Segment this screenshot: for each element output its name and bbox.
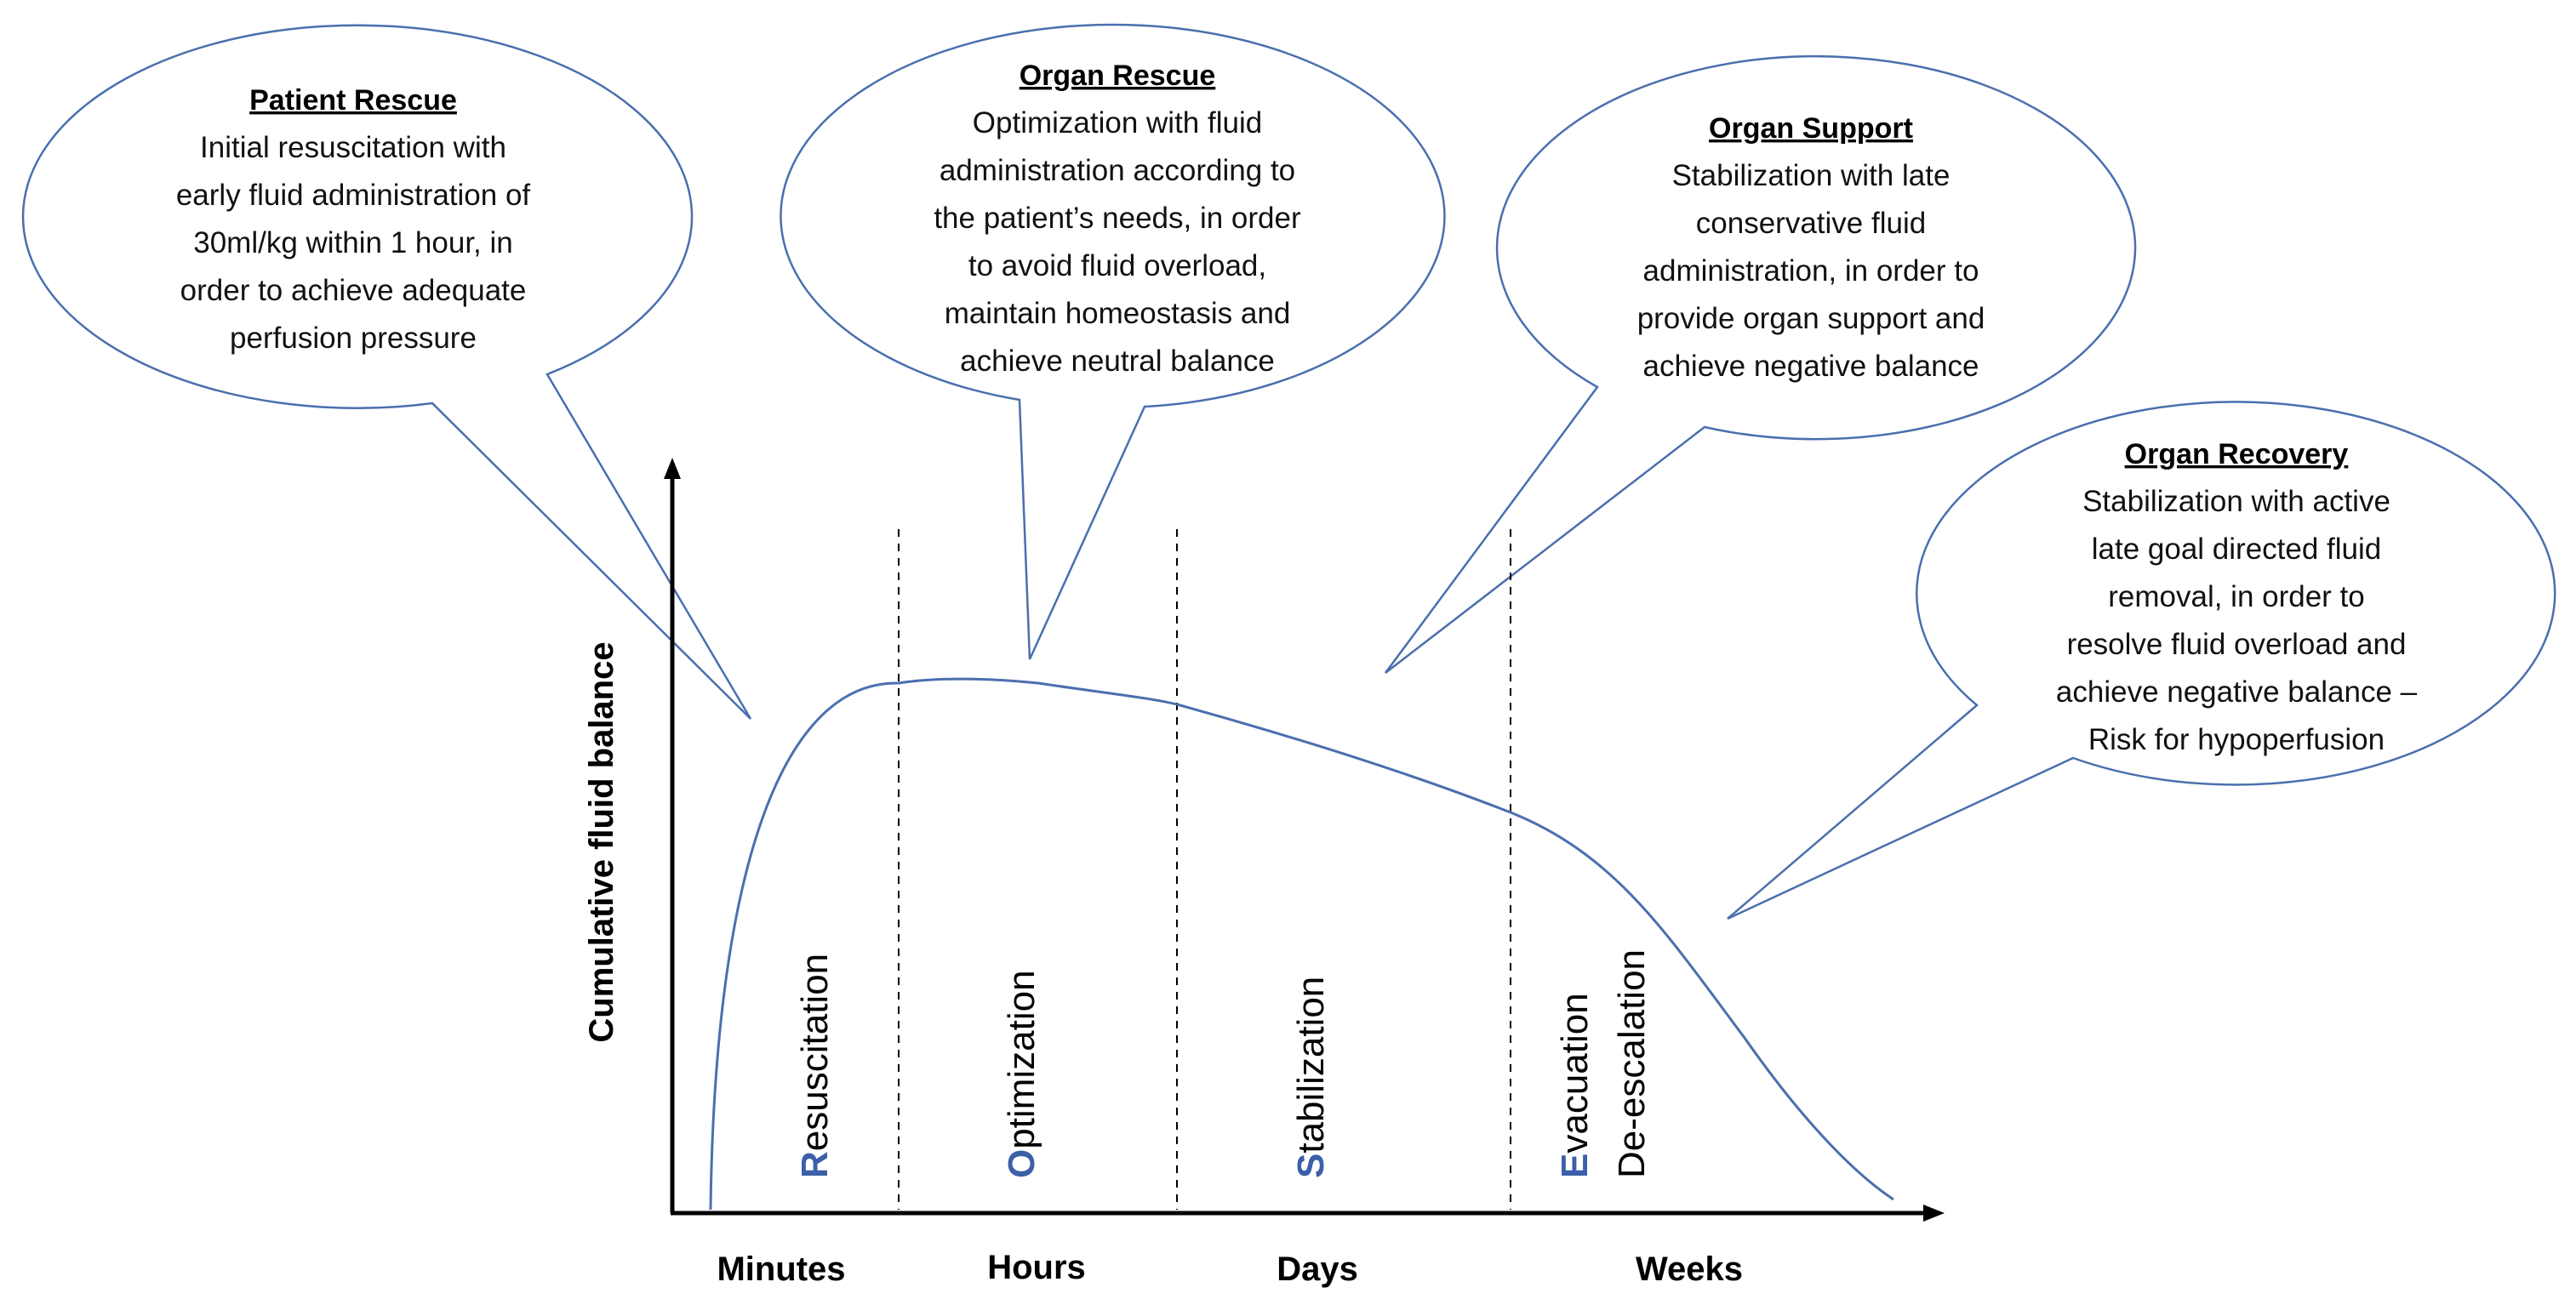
phase-label-resuscitation: Resuscitation [794,954,836,1178]
callout-text-line: Stabilization with late [1672,159,1951,192]
callout-shape [780,23,1446,660]
callout-text-line: Stabilization with active [2082,485,2390,518]
phase-rest: tabilization [1290,977,1332,1154]
fluid-balance-curve [709,677,1894,1211]
callout-title: Organ Rescue [1020,60,1216,92]
phase-initial: O [1001,1149,1042,1178]
callout-patient-rescue: Patient Rescue Initial resuscitation wit… [21,24,752,720]
callout-text-line: conservative fluid [1696,207,1926,240]
callout-title: Organ Recovery [2125,438,2349,470]
phase-label-evacuation: Evacuation [1554,993,1596,1178]
phase-rest: vacuation [1554,993,1596,1153]
callout-text-line: perfusion pressure [230,322,477,355]
y-axis-arrow-icon [664,458,681,479]
callout-text-line: the patient’s needs, in order [934,202,1301,235]
callout-text-line: to avoid fluid overload, [968,249,1266,282]
phase-label-optimization: Optimization [1001,970,1042,1178]
callout-text-line: achieve negative balance [1642,350,1979,383]
callout-text-line: early fluid administration of [176,179,531,212]
callout-text-line: Optimization with fluid [973,106,1262,140]
x-label-hours: Hours [987,1249,1086,1286]
callout-text-line: 30ml/kg within 1 hour, in [193,226,512,259]
callout-organ-recovery: Organ Recovery Stabilization with active… [1727,401,2556,920]
phase-initial: R [794,1151,836,1178]
x-label-weeks: Weeks [1636,1251,1743,1288]
x-label-days: Days [1277,1251,1358,1288]
callout-title: Organ Support [1709,112,1913,145]
callout-text-line: late goal directed fluid [2092,533,2382,566]
phase-initial: E [1554,1154,1596,1178]
callout-shape [21,24,752,720]
phase-label-de-escalation: De-escalation [1611,949,1653,1178]
phase-rest: esuscitation [794,954,836,1151]
callout-shape [1384,54,2137,674]
phase-label-stabilization: Stabilization [1290,977,1332,1178]
callout-text-line: maintain homeostasis and [945,297,1291,330]
callout-shape [1727,401,2556,920]
callout-text-line: administration according to [940,154,1295,187]
callout-text-line: Initial resuscitation with [200,131,506,164]
callout-organ-rescue: Organ Rescue Optimization with fluid adm… [780,23,1446,660]
callout-text-line: administration, in order to [1643,254,1979,288]
phase-rest: ptimization [1001,970,1042,1148]
callout-text-line: achieve neutral balance [960,345,1275,378]
axes [664,458,1945,1222]
x-label-minutes: Minutes [717,1251,845,1288]
callout-text-line: removal, in order to [2108,580,2365,613]
callout-text-line: achieve negative balance – [2056,675,2418,709]
callout-organ-support: Organ Support Stabilization with late co… [1384,54,2137,674]
callout-title: Patient Rescue [249,84,457,117]
callout-text-line: provide organ support and [1637,302,1985,335]
callout-text-line: resolve fluid overload and [2067,628,2407,661]
y-axis-label: Cumulative fluid balance [583,641,620,1042]
phase-initial: S [1290,1154,1332,1178]
x-axis-arrow-icon [1923,1205,1945,1222]
callout-text-line: Risk for hypoperfusion [2088,723,2385,756]
callout-text-line: order to achieve adequate [180,274,527,307]
